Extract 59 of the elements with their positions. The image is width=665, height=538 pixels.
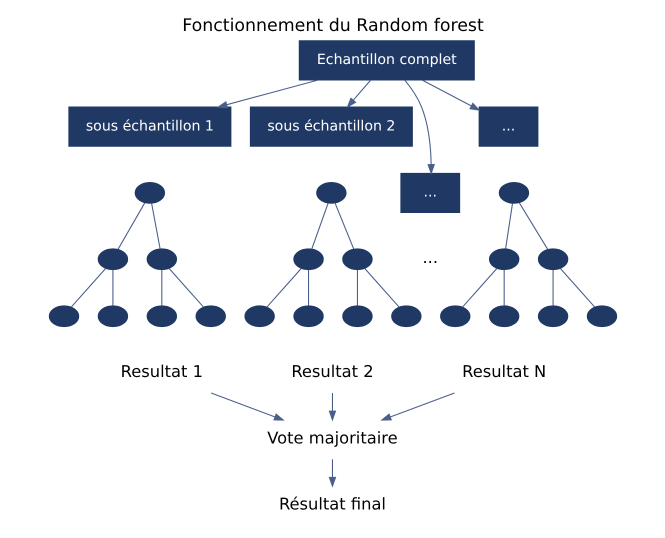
connector <box>552 270 554 306</box>
node-circle <box>97 248 128 270</box>
node-box: Echantillon complet <box>298 40 474 80</box>
connector <box>112 270 113 306</box>
connector <box>160 270 162 306</box>
connector <box>308 270 309 306</box>
node-box: ... <box>400 172 460 214</box>
arrow <box>404 80 434 175</box>
node-circle <box>390 305 422 328</box>
arrow <box>210 392 284 421</box>
connector <box>266 268 302 308</box>
node-box: ... <box>478 106 538 147</box>
node-text: Resultat 2 <box>290 362 374 382</box>
node-circle <box>316 182 346 204</box>
arrow <box>328 392 336 422</box>
connector <box>70 268 106 308</box>
node-circle <box>342 248 372 270</box>
node-circle <box>498 182 529 204</box>
node-text: Resultat 1 <box>120 362 202 382</box>
node-circle <box>292 248 324 270</box>
connector <box>364 268 400 308</box>
node-circle <box>342 305 372 328</box>
node-circle <box>537 248 568 270</box>
node-circle <box>134 182 165 204</box>
node-circle <box>48 305 79 328</box>
connector <box>150 203 160 250</box>
node-text: Resultat N <box>462 362 546 382</box>
connector <box>462 268 497 308</box>
node-box: sous échantillon 1 <box>68 106 231 147</box>
node-text: Résultat final <box>278 494 386 514</box>
arrow <box>380 392 454 421</box>
arrow <box>216 79 318 108</box>
arrow <box>328 459 336 488</box>
node-circle <box>537 305 568 328</box>
node-circle <box>292 305 324 328</box>
connector <box>310 203 328 250</box>
node-circle <box>586 305 617 328</box>
arrow <box>421 80 480 111</box>
diagram-title: Fonctionnement du Random forest <box>182 16 484 36</box>
node-circle <box>440 305 470 328</box>
connector <box>356 270 358 306</box>
connector <box>503 270 504 306</box>
label: ... <box>422 248 438 268</box>
connector <box>334 203 354 250</box>
arrow <box>346 80 371 108</box>
connector <box>504 203 513 249</box>
node-circle <box>488 248 519 270</box>
connector <box>518 202 548 250</box>
node-box: sous échantillon 2 <box>249 106 412 147</box>
node-text: Vote majoritaire <box>266 428 398 448</box>
node-circle <box>488 305 519 328</box>
node-circle <box>195 305 226 328</box>
node-circle <box>146 248 177 270</box>
node-circle <box>97 305 128 328</box>
connector <box>168 268 204 308</box>
node-circle <box>244 305 274 328</box>
connector <box>117 202 145 250</box>
connector <box>559 268 595 308</box>
node-circle <box>146 305 177 328</box>
